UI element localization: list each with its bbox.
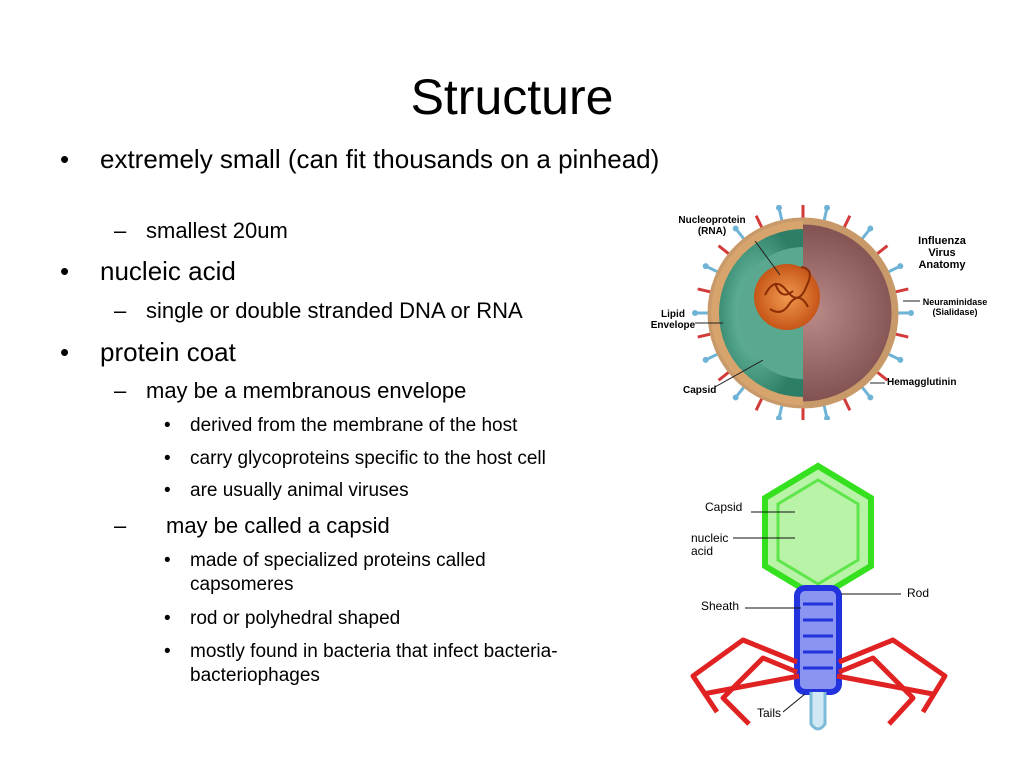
bullet-marker: •	[164, 608, 171, 629]
bacteriophage-diagram: Capsid nucleic acid Rod Sheath Tails	[683, 462, 999, 736]
spike-head	[692, 310, 698, 316]
bacteriophage-illustration	[690, 462, 948, 731]
label-neuraminidase: Neuraminidase (Sialidase)	[922, 297, 988, 317]
bullet-text: mostly found in bacteria that infect bac…	[190, 641, 558, 686]
figure-title: Influenza Virus Anatomy	[918, 235, 966, 271]
label-hemagglutinin: Hemagglutinin	[887, 377, 957, 388]
slide-title: Structure	[410, 69, 614, 125]
leader-line	[754, 240, 781, 276]
spike-head	[702, 263, 709, 270]
phage-head-inner	[776, 478, 860, 586]
label-nucleic-acid: nucleic acid	[691, 531, 729, 558]
sheath-rings	[803, 602, 833, 670]
spike-head	[897, 356, 904, 363]
bullet-marker: •	[164, 641, 171, 662]
spike-head	[824, 205, 831, 211]
bullet-marker: •	[60, 337, 70, 367]
bullet-marker: •	[164, 550, 171, 571]
bullet-text: derived from the membrane of the host	[190, 415, 518, 436]
bullet-text: rod or polyhedral shaped	[190, 608, 401, 629]
bullet-marker: •	[164, 448, 171, 469]
spike-head	[908, 310, 914, 316]
rna-core	[754, 264, 820, 330]
dash-marker: –	[114, 298, 127, 323]
dash-marker: –	[114, 513, 127, 538]
dash-marker: –	[114, 218, 127, 243]
bullet-text: extremely small (can fit thousands on a …	[100, 144, 660, 174]
spike-head	[867, 225, 874, 232]
bullet-marker: •	[60, 144, 70, 174]
spike-head	[775, 415, 782, 420]
label-tails: Tails	[757, 706, 782, 720]
label-nucleoprotein: Nucleoprotein (RNA)	[678, 215, 746, 237]
bullet-text: smallest 20um	[146, 218, 288, 243]
spike-head	[824, 415, 831, 420]
bullet-text: are usually animal viruses	[190, 480, 409, 501]
bullet-marker: •	[164, 415, 171, 436]
leader-line	[782, 693, 806, 713]
phage-tails	[690, 637, 948, 726]
spike-head	[897, 263, 904, 270]
spike-head	[732, 225, 739, 232]
bullet-text: protein coat	[100, 337, 236, 367]
rna-strands	[764, 266, 811, 313]
spike-head	[775, 205, 782, 211]
bullet-marker: •	[164, 480, 171, 501]
influenza-illustration	[692, 205, 920, 420]
bullet-text: carry glycoproteins specific to the host…	[190, 448, 546, 469]
phage-tube	[809, 692, 827, 731]
spike-head	[702, 356, 709, 363]
label-lipid-envelope: Lipid Envelope	[650, 309, 696, 331]
dash-marker: –	[114, 378, 127, 403]
label-capsid: Capsid	[705, 500, 743, 514]
spike-head	[867, 394, 874, 401]
label-rod: Rod	[907, 586, 930, 600]
bullet-text: may be a membranous envelope	[146, 378, 467, 403]
label-sheath: Sheath	[701, 599, 740, 613]
bullet-text: nucleic acid	[100, 256, 236, 286]
label-capsid: Capsid	[683, 385, 717, 396]
bullet-text: may be called a capsid	[166, 513, 390, 538]
bullet-marker: •	[60, 256, 70, 286]
bullet-text: made of specialized proteins called caps…	[190, 550, 486, 595]
spike-head	[732, 394, 739, 401]
leader-line	[714, 359, 764, 388]
bullet-text: single or double stranded DNA or RNA	[146, 298, 523, 323]
phage-head	[762, 462, 874, 602]
influenza-diagram: Nucleoprotein (RNA) Lipid Envelope Capsi…	[645, 205, 990, 420]
